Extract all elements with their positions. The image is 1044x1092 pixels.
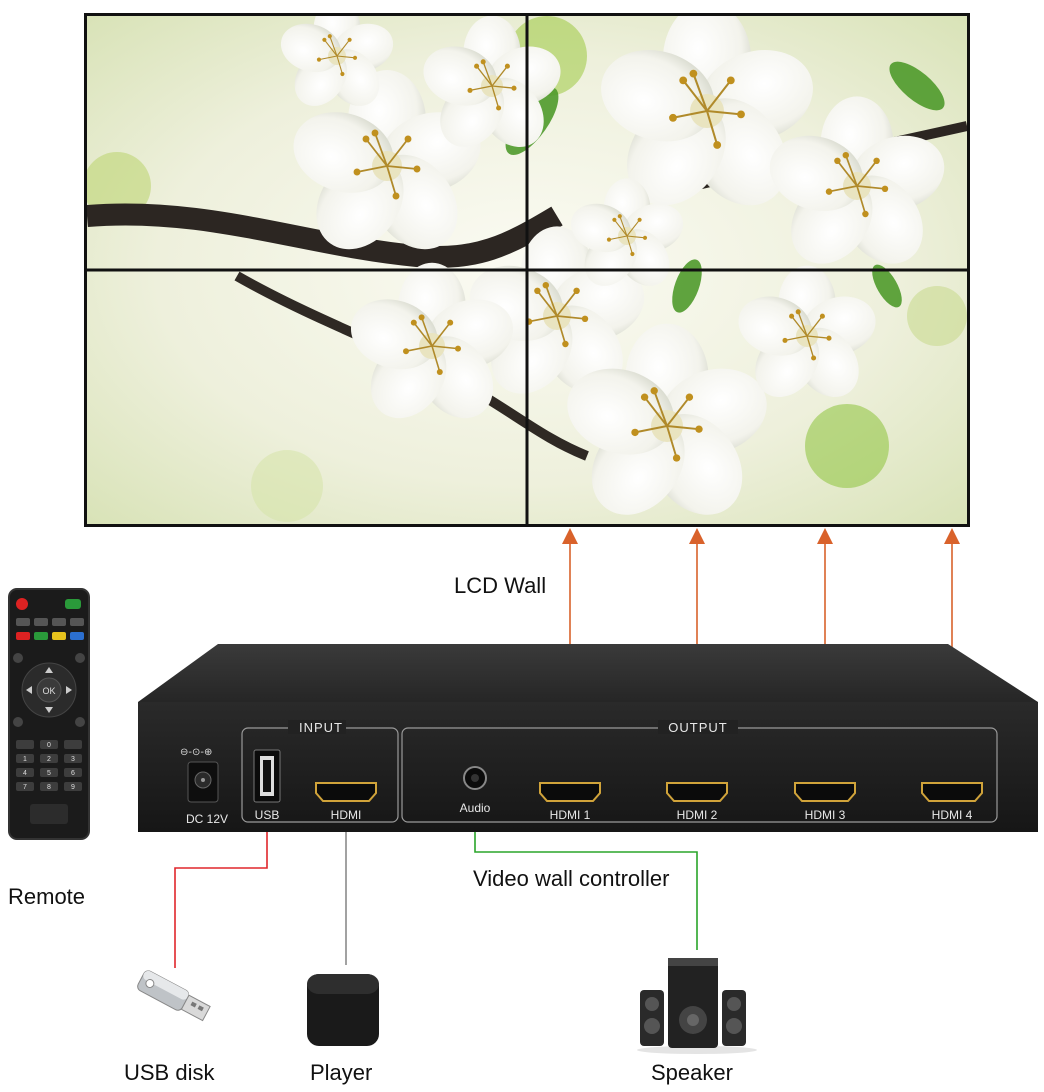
power-button-icon: [16, 598, 28, 610]
audio-port: Audio: [460, 766, 491, 815]
input-group-label: INPUT: [299, 720, 343, 735]
svg-text:HDMI 2: HDMI 2: [677, 808, 718, 822]
hdmi-output-3-port: HDMI 3: [794, 782, 856, 822]
ok-key-label: OK: [42, 686, 55, 696]
remote-control: OK 1 2 3 4 5 6 7 8 9 0: [8, 588, 90, 840]
svg-text:HDMI 1: HDMI 1: [550, 808, 591, 822]
media-player: [303, 970, 383, 1050]
hdmi-output-2-port: HDMI 2: [666, 782, 728, 822]
svg-text:5: 5: [47, 770, 51, 777]
hdmi-output-1-port: HDMI 1: [539, 782, 601, 822]
svg-text:USB: USB: [255, 808, 280, 822]
svg-text:0: 0: [47, 742, 51, 749]
usb-port: USB: [253, 749, 281, 822]
svg-text:2: 2: [47, 756, 51, 763]
power-polarity-icon: ⊖-⊙-⊕: [180, 747, 212, 758]
speaker-label: Speaker: [651, 1060, 733, 1085]
svg-text:1: 1: [23, 756, 27, 763]
hdmi-output-4-port: HDMI 4: [921, 782, 983, 822]
svg-text:4: 4: [23, 770, 27, 777]
dc-power-port: ⊖-⊙-⊕ DC 12V: [180, 747, 228, 826]
svg-text:6: 6: [71, 770, 75, 777]
svg-text:3: 3: [71, 756, 75, 763]
svg-text:HDMI 4: HDMI 4: [932, 808, 973, 822]
hdmi-input-port: HDMI: [315, 782, 377, 822]
usb-disk-label: USB disk: [124, 1060, 215, 1085]
usb-disk-icon: [137, 970, 211, 1022]
svg-text:7: 7: [23, 784, 27, 791]
remote-label: Remote: [8, 884, 86, 909]
lcd-wall-image: [87, 16, 967, 524]
dc-12v-label: DC 12V: [186, 812, 228, 826]
video-wall-controller: INPUT OUTPUT ⊖-⊙-⊕ DC 12V USB HDMI Audio: [138, 640, 1041, 835]
player-icon: [307, 974, 379, 1046]
svg-text:HDMI 3: HDMI 3: [805, 808, 846, 822]
lcd-wall-label: LCD Wall: [454, 573, 547, 598]
usb-disk: [130, 968, 220, 1028]
svg-text:Audio: Audio: [460, 801, 491, 815]
usb-line: [174, 806, 268, 968]
video-wall-controller-label: Video wall controller: [473, 866, 670, 891]
svg-text:HDMI: HDMI: [331, 808, 362, 822]
speaker-icon: [637, 958, 757, 1054]
svg-text:9: 9: [71, 784, 75, 791]
svg-text:8: 8: [47, 784, 51, 791]
lcd-wall: [84, 13, 970, 527]
speaker-system: [632, 950, 762, 1055]
output-group-label: OUTPUT: [668, 720, 727, 735]
player-label: Player: [310, 1060, 373, 1085]
